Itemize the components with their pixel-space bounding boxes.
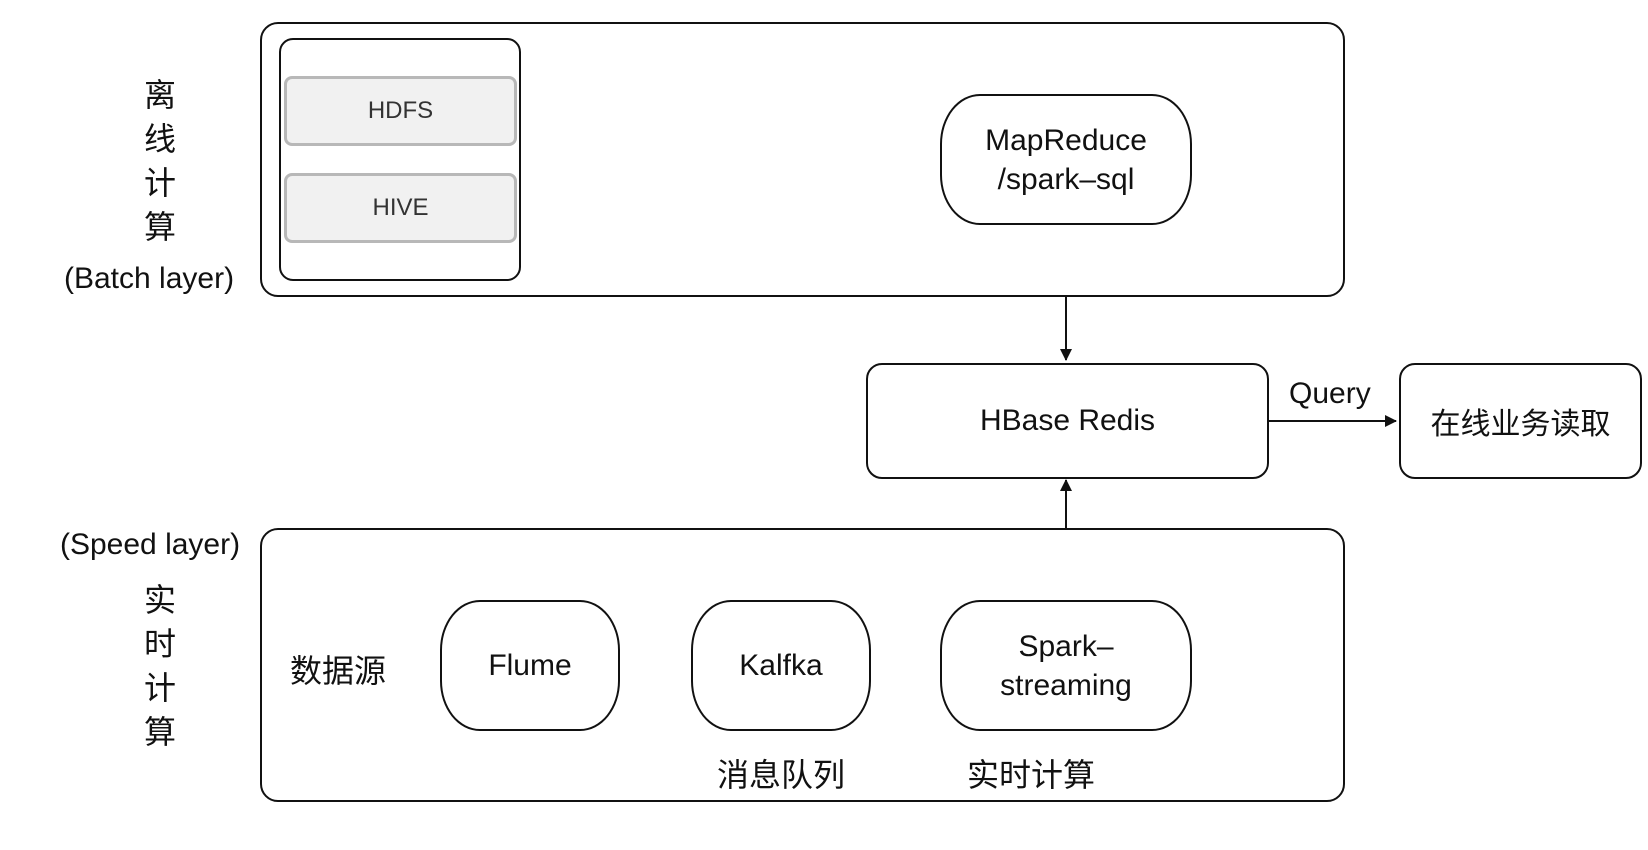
batch-title-char: 线 <box>143 121 176 157</box>
speed-title-char: 计 <box>143 670 176 706</box>
batch-title-char: 离 <box>143 77 176 113</box>
online-read-node: 在线业务读取 <box>1399 363 1642 479</box>
realtime-compute-caption: 实时计算 <box>967 757 1096 793</box>
speed-layer-subtitle: (Speed layer) <box>60 528 241 561</box>
hive-node: HIVE <box>284 173 517 243</box>
flume-node: Flume <box>440 600 620 731</box>
mapreduce-label: MapReduce /spark–sql <box>985 123 1147 196</box>
spark-streaming-label: Spark– streaming <box>1000 629 1132 702</box>
message-queue-caption: 消息队列 <box>717 757 846 793</box>
mapreduce-node: MapReduce /spark–sql <box>940 94 1192 225</box>
hdfs-node: HDFS <box>284 76 517 146</box>
spark-streaming-node: Spark– streaming <box>940 600 1192 731</box>
storage-group <box>279 38 521 281</box>
data-source-label: 数据源 <box>290 653 387 689</box>
query-label: Query <box>1289 377 1371 410</box>
batch-title-char: 计 <box>143 165 176 201</box>
speed-title-char: 实 <box>143 582 176 618</box>
batch-title-char: 算 <box>143 209 176 245</box>
speed-layer-title: 实 时 计 算 <box>130 578 190 754</box>
speed-title-char: 时 <box>143 626 176 662</box>
speed-title-char: 算 <box>143 714 176 750</box>
batch-layer-title: 离 线 计 算 <box>130 73 190 249</box>
kafka-node: Kalfka <box>691 600 871 731</box>
batch-layer-subtitle: (Batch layer) <box>64 262 235 295</box>
hbase-redis-node: HBase Redis <box>866 363 1269 479</box>
